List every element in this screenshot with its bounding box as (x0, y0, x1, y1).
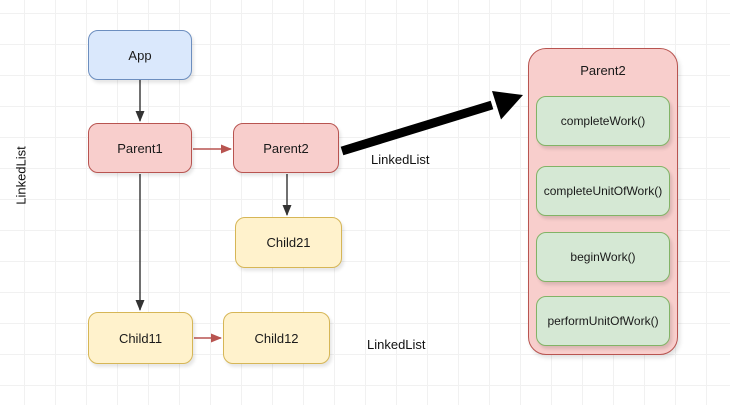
parent2-detail-title: Parent2 (580, 63, 626, 78)
linkedlist-label-vertical: LinkedList (13, 146, 29, 205)
linkedlist-label-bottom: LinkedList (367, 337, 426, 352)
node-parent1: Parent1 (88, 123, 192, 173)
node-child12-label: Child12 (254, 330, 299, 346)
node-app: App (88, 30, 192, 80)
linkedlist-label-arrow: LinkedList (371, 152, 430, 167)
method-performunitofwork: performUnitOfWork() (536, 296, 670, 346)
method-completeunitofwork: completeUnitOfWork() (536, 166, 670, 216)
node-child21: Child21 (235, 217, 342, 268)
node-child21-label: Child21 (266, 235, 311, 250)
method-beginwork: beginWork() (536, 232, 670, 282)
node-child12: Child12 (223, 312, 330, 364)
method-completework: completeWork() (536, 96, 670, 146)
node-child11-label: Child11 (118, 330, 163, 346)
node-child11: Child11 (88, 312, 193, 364)
node-parent2-label: Parent2 (263, 140, 309, 156)
node-parent1-label: Parent1 (117, 140, 163, 156)
node-parent2: Parent2 (233, 123, 339, 173)
edge-parent2-to-detail (340, 91, 523, 156)
parent2-detail-panel: Parent2 completeWork() completeUnitOfWor… (528, 48, 678, 355)
node-app-label: App (128, 47, 152, 63)
